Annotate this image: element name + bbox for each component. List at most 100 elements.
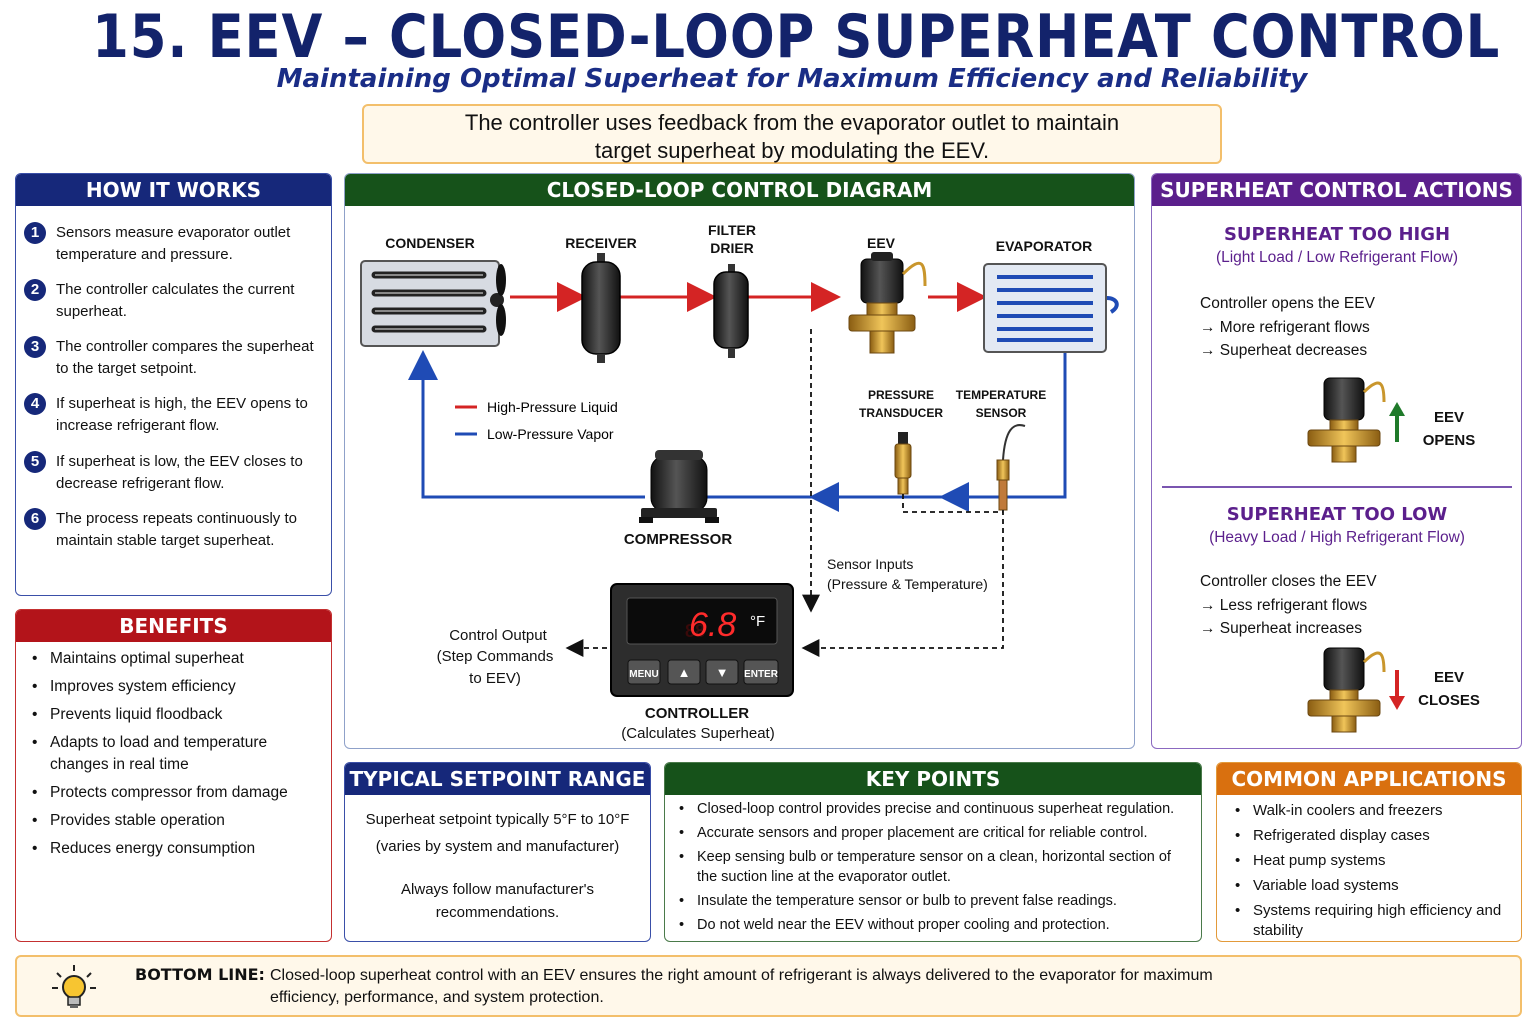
applications-list: Walk-in coolers and freezers Refrigerate… (1233, 801, 1517, 941)
eev-open-graphic (1307, 377, 1405, 463)
list-item: Variable load systems (1233, 876, 1517, 896)
setpoint-line-2: (varies by system and manufacturer) (375, 838, 620, 855)
enter-button[interactable] (743, 659, 779, 685)
step-text: Sensors measure evaporator outlet temper… (56, 224, 291, 263)
list-item: Provides stable operation (30, 810, 320, 832)
high-line-2: → More refrigerant flows (1200, 319, 1370, 336)
how-it-works-panel: HOW IT WORKS 1 Sensors measure evaporator… (15, 173, 332, 596)
control-output-line-1: Control Output (449, 627, 547, 644)
list-item: Improves system efficiency (30, 676, 320, 698)
vapor-line (408, 350, 1067, 512)
control-output-line-3: to EEV) (469, 670, 521, 687)
sensor-inputs-line-1: Sensor Inputs (827, 556, 913, 572)
label-eev: EEV (867, 235, 896, 251)
high-heading: SUPERHEAT TOO HIGH (1223, 224, 1451, 245)
key-points-panel: KEY POINTS Closed-loop control provides … (664, 762, 1202, 942)
intro-box: The controller uses feedback from the ev… (362, 104, 1222, 164)
eev-opens-line-1: EEV (1433, 409, 1464, 426)
enter-button-label: ENTER (744, 669, 779, 680)
step-text: If superheat is low, the EEV closes to d… (56, 453, 303, 492)
diagram-panel: CLOSED-LOOP CONTROL DIAGRAM (344, 173, 1135, 749)
label-transducer: TRANSDUCER (859, 406, 943, 420)
label-drier: DRIER (710, 240, 754, 256)
receiver (581, 253, 621, 363)
setpoint-line-1: Superheat setpoint typically 5°F to 10°F (365, 811, 630, 828)
lightbulb-icon (52, 965, 96, 1008)
low-sub: (Heavy Load / High Refrigerant Flow) (1209, 529, 1465, 546)
list-item: Maintains optimal superheat (30, 648, 320, 670)
bottom-line-label: BOTTOM LINE: (135, 965, 265, 984)
list-item: Do not weld near the EEV without proper … (677, 915, 1195, 935)
filter-drier (713, 264, 749, 358)
down-icon: ▼ (716, 665, 729, 680)
diagram-title: CLOSED-LOOP CONTROL DIAGRAM (345, 174, 1134, 206)
how-it-works-title: HOW IT WORKS (16, 174, 331, 206)
legend: High-Pressure Liquid Low-Pressure Vapor (455, 399, 618, 442)
setpoint-panel: TYPICAL SETPOINT RANGE Superheat setpoin… (344, 762, 651, 942)
arrow-down-icon (1389, 696, 1405, 710)
key-points-list: Closed-loop control provides precise and… (677, 799, 1195, 939)
key-points-title: KEY POINTS (665, 763, 1201, 795)
setpoint-line-4: recommendations. (435, 904, 560, 921)
low-line-3: → Superheat increases (1200, 620, 1362, 637)
list-item: Adapts to load and temperature changes i… (30, 732, 320, 776)
list-item: Insulate the temperature sensor or bulb … (677, 891, 1195, 911)
arrow-up-icon (1389, 402, 1405, 416)
eev-closes-line-2: CLOSES (1418, 692, 1480, 709)
setpoint-line-3: Always follow manufacturer's (401, 881, 594, 898)
display-unit: °F (750, 613, 765, 630)
signal-lines (565, 329, 1004, 657)
list-item: Protects compressor from damage (30, 782, 320, 804)
eev-close-graphic (1307, 647, 1405, 733)
section-divider (1162, 486, 1512, 488)
step-text: If superheat is high, the EEV opens to i… (56, 395, 308, 434)
eev-closes-line-1: EEV (1433, 669, 1464, 686)
low-line-1: Controller closes the EEV (1200, 573, 1377, 590)
benefits-title: BENEFITS (16, 610, 331, 642)
legend-label-vapor: Low-Pressure Vapor (487, 426, 614, 442)
actions-panel: SUPERHEAT CONTROL ACTIONS SUPERHEAT TOO … (1151, 173, 1522, 749)
step-number: 6 (24, 508, 46, 530)
control-output-line-2: (Step Commands (437, 648, 554, 665)
list-item: Reduces energy consumption (30, 838, 320, 860)
step-number: 1 (24, 222, 46, 244)
step-text: The controller compares the superheat to… (56, 338, 314, 377)
actions-title: SUPERHEAT CONTROL ACTIONS (1152, 174, 1521, 206)
applications-title: COMMON APPLICATIONS (1217, 763, 1521, 795)
menu-button-label: MENU (629, 669, 658, 680)
intro-line-2: target superheat by modulating the EEV. (594, 138, 990, 163)
diagram-canvas: 88 6.8 °F MENU ▲ ▼ ENTER High-Pressure L… (360, 222, 1119, 742)
list-item: Refrigerated display cases (1233, 826, 1517, 846)
label-controller-sub: (Calculates Superheat) (621, 725, 774, 742)
sensor-inputs-line-2: (Pressure & Temperature) (827, 576, 988, 592)
list-item: Walk-in coolers and freezers (1233, 801, 1517, 821)
compressor (639, 450, 719, 523)
setpoint-title: TYPICAL SETPOINT RANGE (345, 763, 650, 795)
label-controller: CONTROLLER (645, 705, 749, 722)
label-condenser: CONDENSER (385, 235, 474, 251)
step-number: 3 (24, 336, 46, 358)
step-text: The process repeats continuously to main… (56, 510, 297, 549)
menu-button[interactable] (627, 659, 661, 685)
low-heading: SUPERHEAT TOO LOW (1226, 504, 1448, 525)
page-subtitle: Maintaining Optimal Superheat for Maximu… (276, 64, 1308, 94)
label-filter: FILTER (708, 222, 756, 238)
label-compressor: COMPRESSOR (624, 531, 733, 548)
label-pressure: PRESSURE (868, 388, 934, 402)
down-button[interactable] (705, 659, 739, 685)
list-item: Systems requiring high efficiency and st… (1233, 901, 1517, 941)
up-button[interactable] (667, 659, 701, 685)
high-line-3: → Superheat decreases (1200, 342, 1368, 359)
bottom-line-text: Closed-loop superheat control with an EE… (270, 967, 1213, 1006)
step-1: 1 Sensors measure evaporator outlet tempe… (24, 222, 324, 266)
list-item: Accurate sensors and proper placement ar… (677, 823, 1195, 843)
eev-opens-line-2: OPENS (1422, 432, 1476, 449)
step-3: 3 The controller compares the superheat t… (24, 336, 324, 380)
eev-opens-label: EEV OPENS (1414, 406, 1484, 452)
label-evaporator: EVAPORATOR (996, 238, 1092, 254)
benefits-panel: BENEFITS Maintains optimal superheat Imp… (15, 609, 332, 942)
display-ghost-digits: 88 (685, 621, 705, 641)
